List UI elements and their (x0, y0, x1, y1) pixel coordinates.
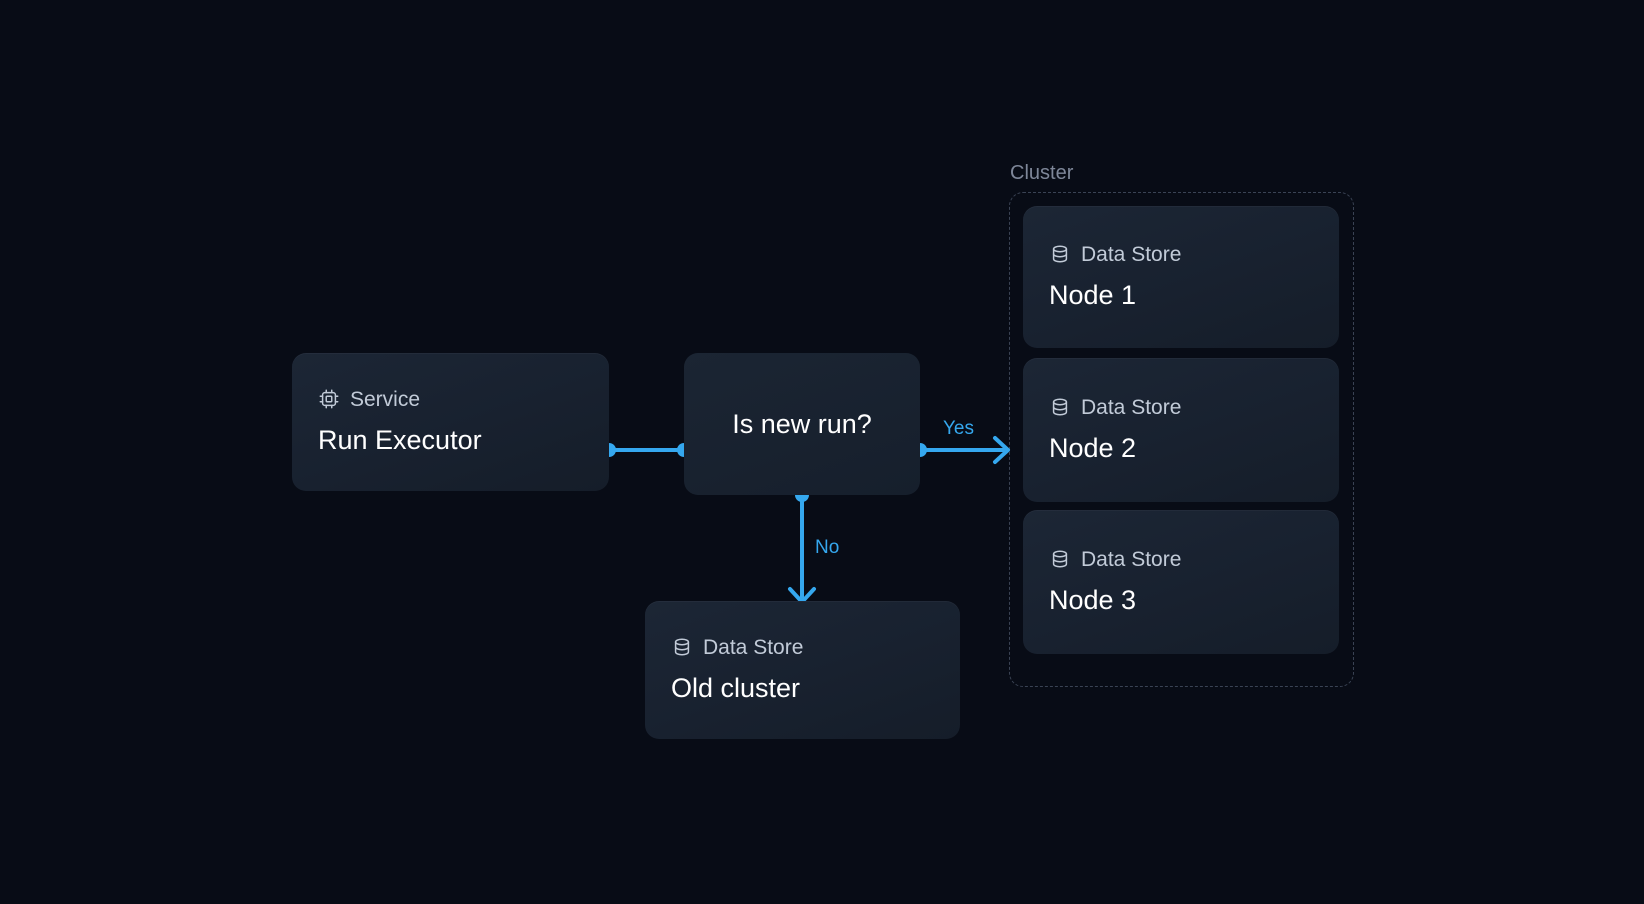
edge-decision-no (788, 488, 816, 604)
node-kind-label: Data Store (1081, 242, 1182, 266)
node-kind-row: Data Store (671, 636, 934, 658)
database-icon (1049, 396, 1071, 418)
edge-decision-yes (913, 436, 1010, 464)
node-kind-row: Data Store (1049, 548, 1313, 570)
cluster-group-label: Cluster (1010, 162, 1074, 184)
edge-label-yes: Yes (943, 418, 974, 439)
node-kind-row: Data Store (1049, 396, 1313, 418)
node-kind-label: Data Store (1081, 547, 1182, 571)
node-run-executor[interactable]: Service Run Executor (292, 353, 609, 491)
decision-label: Is new run? (732, 408, 872, 439)
node-kind-row: Data Store (1049, 243, 1313, 265)
database-icon (671, 636, 693, 658)
edge-executor-to-decision (602, 443, 691, 457)
node-title: Node 2 (1049, 433, 1137, 464)
node-title: Node 3 (1049, 585, 1137, 616)
database-icon (1049, 243, 1071, 265)
node-is-new-run[interactable]: Is new run? (684, 353, 920, 495)
node-kind-label: Data Store (703, 635, 804, 659)
node-node-3[interactable]: Data Store Node 3 (1023, 510, 1339, 654)
node-title: Run Executor (318, 425, 482, 456)
node-node-1[interactable]: Data Store Node 1 (1023, 206, 1339, 348)
node-title: Node 1 (1049, 280, 1137, 311)
node-kind-label: Data Store (1081, 395, 1182, 419)
edge-label-no: No (815, 537, 840, 558)
node-kind-label: Service (350, 387, 421, 411)
node-node-2[interactable]: Data Store Node 2 (1023, 358, 1339, 502)
node-old-cluster[interactable]: Data Store Old cluster (645, 601, 960, 739)
node-title: Old cluster (671, 673, 801, 704)
node-kind-row: Service (318, 388, 583, 410)
cpu-chip-icon (318, 388, 340, 410)
database-icon (1049, 548, 1071, 570)
